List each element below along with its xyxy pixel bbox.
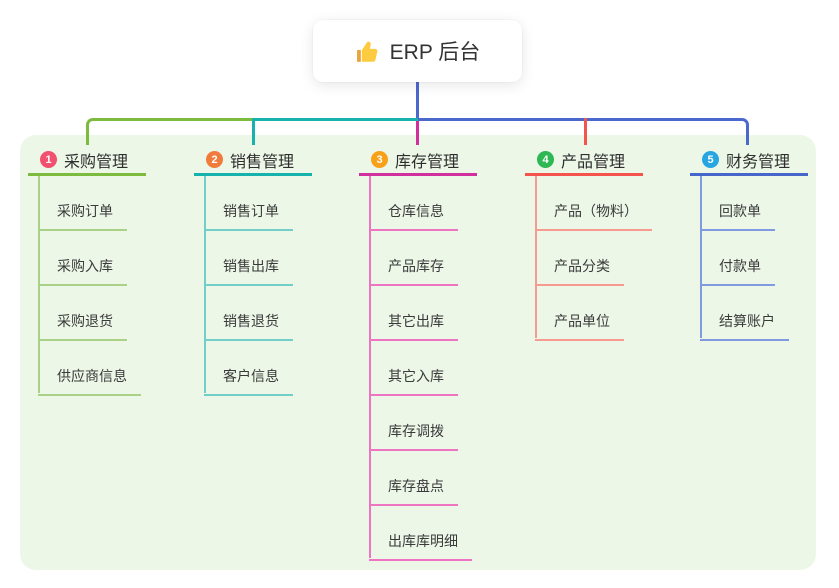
branch-children: 仓库信息 产品库存 其它出库 其它入库 库存调拨 库存盘点 出库库明细 <box>369 176 477 561</box>
connector-root-vertical <box>416 82 419 120</box>
connector-stub-sales <box>252 118 255 145</box>
node-payment-voucher[interactable]: 付款单 <box>700 231 775 286</box>
branch-header-finance[interactable]: 5 财务管理 <box>690 146 808 176</box>
node-settlement-account[interactable]: 结算账户 <box>700 286 789 341</box>
branches-background-panel <box>20 135 816 570</box>
node-product-category[interactable]: 产品分类 <box>535 231 624 286</box>
branch-title: 库存管理 <box>395 153 460 171</box>
branch-header-sales[interactable]: 2 销售管理 <box>194 146 312 176</box>
branch-number-badge: 4 <box>537 151 554 168</box>
node-sales-return[interactable]: 销售退货 <box>204 286 293 341</box>
thumbs-up-icon <box>356 41 378 62</box>
node-product-material[interactable]: 产品（物料） <box>535 176 652 231</box>
branch-number-badge: 2 <box>206 151 223 168</box>
branch-inventory-management: 3 库存管理 仓库信息 产品库存 其它出库 其它入库 库存调拨 库存盘点 出库库… <box>359 146 477 561</box>
node-supplier-info[interactable]: 供应商信息 <box>38 341 141 396</box>
branch-children: 销售订单 销售出库 销售退货 客户信息 <box>204 176 312 396</box>
node-outbound-detail[interactable]: 出库库明细 <box>369 506 472 561</box>
node-product-stock[interactable]: 产品库存 <box>369 231 458 286</box>
root-node-erp[interactable]: ERP 后台 <box>313 20 522 82</box>
branch-number-badge: 5 <box>702 151 719 168</box>
node-warehouse-info[interactable]: 仓库信息 <box>369 176 458 231</box>
branch-title: 产品管理 <box>561 153 626 171</box>
connector-trunk-teal <box>252 118 418 121</box>
branch-children: 产品（物料） 产品分类 产品单位 <box>535 176 652 341</box>
node-other-inbound[interactable]: 其它入库 <box>369 341 458 396</box>
node-purchase-return[interactable]: 采购退货 <box>38 286 127 341</box>
branch-title: 销售管理 <box>230 153 295 171</box>
node-stock-take[interactable]: 库存盘点 <box>369 451 458 506</box>
node-receipt-voucher[interactable]: 回款单 <box>700 176 775 231</box>
branch-title: 财务管理 <box>726 153 791 171</box>
branch-header-inventory[interactable]: 3 库存管理 <box>359 146 477 176</box>
branch-children: 采购订单 采购入库 采购退货 供应商信息 <box>38 176 146 396</box>
branch-child-connector <box>535 176 537 338</box>
node-purchase-order[interactable]: 采购订单 <box>38 176 127 231</box>
node-stock-transfer[interactable]: 库存调拨 <box>369 396 458 451</box>
node-sales-order[interactable]: 销售订单 <box>204 176 293 231</box>
branch-children: 回款单 付款单 结算账户 <box>700 176 808 341</box>
connector-stub-inventory <box>416 121 419 145</box>
branch-sales-management: 2 销售管理 销售订单 销售出库 销售退货 客户信息 <box>194 146 312 396</box>
node-customer-info[interactable]: 客户信息 <box>204 341 293 396</box>
branch-child-connector <box>204 176 206 393</box>
branch-number-badge: 1 <box>40 151 57 168</box>
node-purchase-inbound[interactable]: 采购入库 <box>38 231 127 286</box>
branch-number-badge: 3 <box>371 151 388 168</box>
node-product-unit[interactable]: 产品单位 <box>535 286 624 341</box>
root-node-title: ERP 后台 <box>389 41 481 64</box>
connector-left-green <box>86 118 254 145</box>
branch-child-connector <box>369 176 371 558</box>
branch-title: 采购管理 <box>64 153 129 171</box>
branch-header-purchase[interactable]: 1 采购管理 <box>28 146 146 176</box>
connector-stub-product <box>584 118 587 145</box>
branch-product-management: 4 产品管理 产品（物料） 产品分类 产品单位 <box>525 146 652 341</box>
branch-child-connector <box>700 176 702 338</box>
node-other-outbound[interactable]: 其它出库 <box>369 286 458 341</box>
node-sales-outbound[interactable]: 销售出库 <box>204 231 293 286</box>
branch-purchase-management: 1 采购管理 采购订单 采购入库 采购退货 供应商信息 <box>28 146 146 396</box>
branch-child-connector <box>38 176 40 393</box>
connector-right-blue <box>418 118 749 145</box>
branch-header-product[interactable]: 4 产品管理 <box>525 146 643 176</box>
branch-finance-management: 5 财务管理 回款单 付款单 结算账户 <box>690 146 808 341</box>
